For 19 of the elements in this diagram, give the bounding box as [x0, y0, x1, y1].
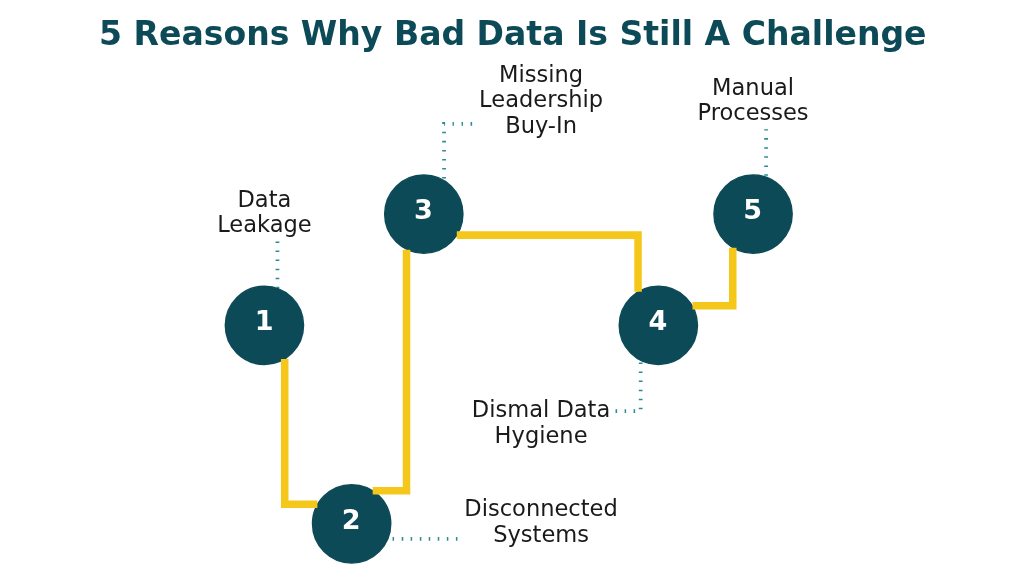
- connector: [372, 249, 410, 495]
- connector: [441, 122, 472, 181]
- connector: [275, 241, 279, 289]
- node-circle: 4: [618, 285, 698, 366]
- node-text: Data Leakage: [216, 185, 312, 238]
- node-circle: 3: [383, 174, 464, 254]
- node-circle: 1: [224, 285, 304, 366]
- node-text: Missing Leadership Buy-In: [478, 60, 603, 138]
- node-circle: 2: [311, 483, 391, 564]
- connector: [280, 359, 317, 508]
- connector: [692, 247, 736, 310]
- node-text: Dismal Data Hygiene: [471, 396, 610, 448]
- connector: [456, 231, 642, 292]
- node-text: Manual Processes: [696, 73, 809, 126]
- diagram-title: 5 Reasons Why Bad Data Is Still A Challenge: [98, 14, 927, 54]
- connector: [615, 360, 643, 413]
- node-text: Disconnected Systems: [463, 495, 618, 547]
- connector: [763, 129, 768, 178]
- node-circle: 5: [712, 174, 793, 254]
